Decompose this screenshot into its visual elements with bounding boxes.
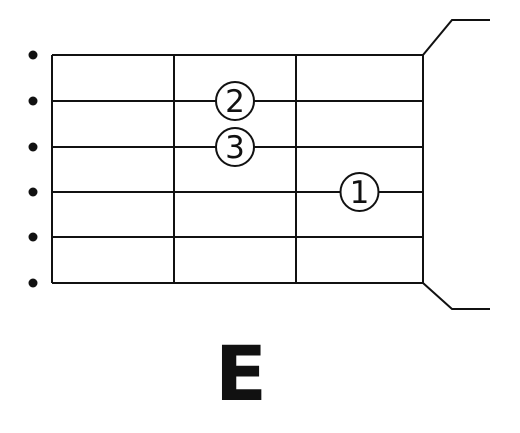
finger-marker-label: 2 xyxy=(225,84,245,120)
finger-marker: 3 xyxy=(215,127,255,167)
finger-marker-circle xyxy=(215,81,255,121)
headstock xyxy=(422,19,490,310)
open-string-dot xyxy=(28,50,38,60)
chord-name: E xyxy=(215,329,267,418)
finger-marker-label: 1 xyxy=(350,175,370,211)
finger-marker-circle xyxy=(339,172,380,212)
headstock-top xyxy=(422,19,490,56)
headstock-bottom xyxy=(422,282,490,310)
finger-marker: 2 xyxy=(215,81,255,121)
frets xyxy=(51,55,424,283)
finger-marker-label: 3 xyxy=(225,130,245,166)
finger-marker-circle xyxy=(215,127,255,167)
open-string-dot xyxy=(28,142,38,152)
finger-marker: 1 xyxy=(339,172,380,212)
open-string-dot xyxy=(28,187,38,197)
finger-markers: 2 3 1 xyxy=(215,81,380,212)
open-string-dot xyxy=(28,278,38,288)
open-string-dot xyxy=(28,232,38,242)
open-string-dot xyxy=(28,96,38,106)
open-string-dots xyxy=(28,50,38,288)
